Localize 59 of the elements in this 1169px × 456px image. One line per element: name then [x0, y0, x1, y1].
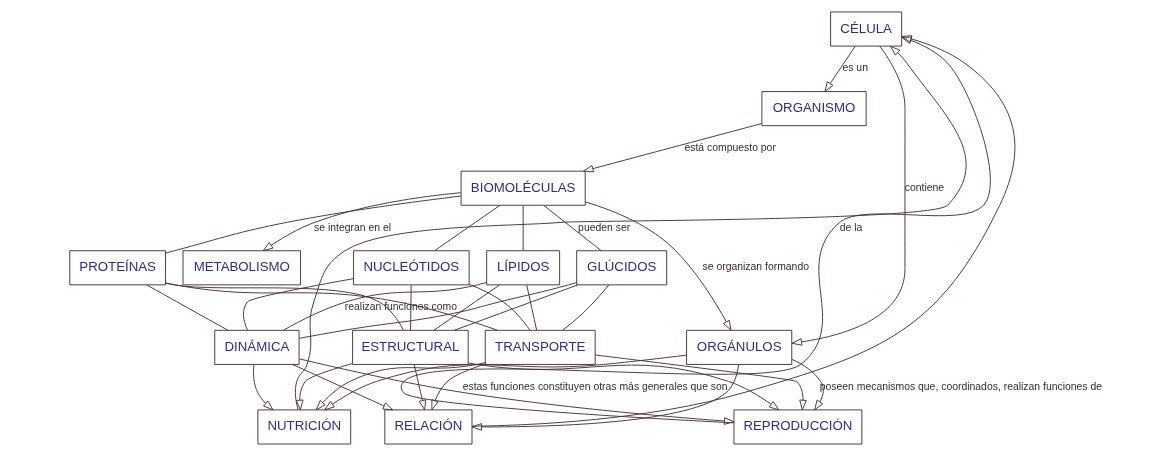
edge-label: se organizan formando	[702, 261, 809, 273]
arrow	[294, 45, 967, 411]
edge-label: se integran en el	[314, 221, 392, 233]
edge-label: pueden ser	[578, 221, 631, 233]
edge-label: es un	[842, 62, 868, 74]
arrow	[824, 46, 856, 92]
edge-label: está compuesto por	[684, 142, 776, 154]
connector	[146, 284, 229, 331]
node-box: BIOMOLÉCULAS	[460, 170, 586, 206]
node-box: GLÚCIDOS	[576, 250, 668, 286]
arrow	[791, 45, 906, 346]
arrow	[595, 354, 807, 411]
node-box: NUCLEÓTIDOS	[353, 250, 470, 286]
arrow	[324, 354, 687, 411]
arrow	[413, 364, 427, 411]
node-box: NUTRICIÓN	[257, 409, 352, 445]
node-box: LÍPIDOS	[486, 250, 561, 286]
connector	[543, 204, 602, 252]
connector	[468, 283, 531, 331]
arrow	[791, 358, 824, 411]
arrow	[400, 36, 991, 424]
connector	[165, 195, 462, 254]
connector	[522, 205, 524, 252]
arrow	[315, 362, 486, 411]
edge-label: poseen mecanismos que, coordinados, realizan funciones de	[819, 380, 1103, 392]
arrow	[471, 364, 740, 431]
edge-label: de la	[839, 221, 863, 233]
node-box: ESTRUCTURAL	[352, 329, 469, 365]
arrow	[584, 201, 732, 331]
connector	[283, 281, 488, 331]
node-box: CÉLULA	[830, 11, 903, 47]
node-box: METABOLISMO	[182, 250, 301, 286]
connector	[165, 282, 499, 331]
connector	[526, 284, 538, 331]
connector	[410, 284, 412, 331]
edge-label: contiene	[904, 181, 945, 193]
connector	[243, 278, 354, 331]
connector	[562, 284, 610, 331]
node-box: DINÁMICA	[214, 329, 300, 365]
arrow	[253, 363, 274, 411]
arrow	[468, 362, 780, 411]
arrow	[583, 123, 763, 173]
node-box: PROTEÍNAS	[69, 250, 166, 286]
connector	[298, 282, 578, 339]
node-box: TRANSPORTE	[484, 329, 596, 365]
connector	[453, 284, 579, 331]
arrow	[471, 35, 1016, 427]
arrow	[292, 364, 394, 411]
arrow	[262, 192, 462, 252]
node-box: REPRODUCCIÓN	[733, 409, 863, 445]
connector	[433, 284, 500, 331]
arrow	[295, 363, 353, 411]
connector	[434, 204, 501, 252]
node-box: ORGÁNULOS	[686, 329, 793, 365]
node-box: RELACIÓN	[384, 409, 473, 445]
edge-label: estas funciones constituyen otras más generales que son	[462, 380, 728, 392]
arrow	[298, 358, 735, 425]
node-box: ORGANISMO	[761, 91, 867, 127]
arrow	[431, 363, 486, 411]
